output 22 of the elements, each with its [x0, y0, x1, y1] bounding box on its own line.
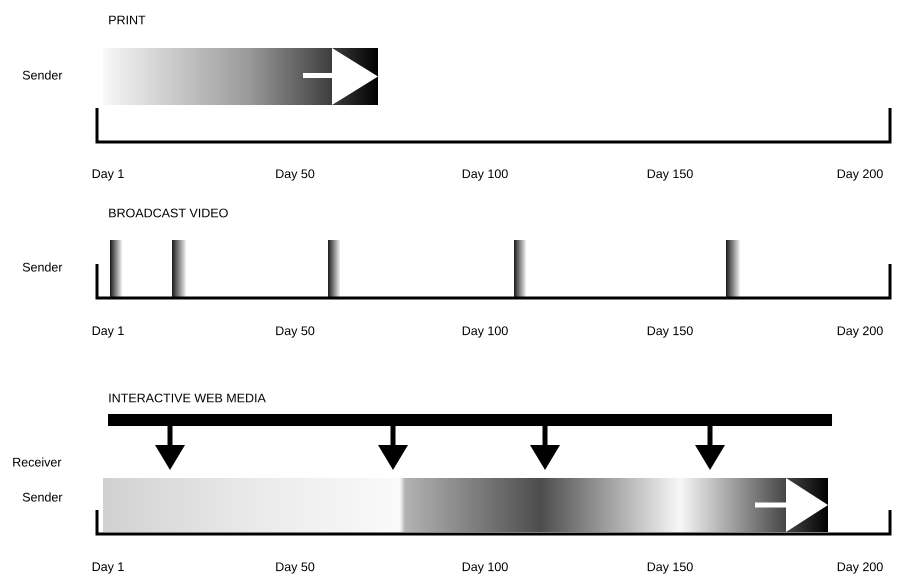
sender-label: Sender	[22, 262, 62, 272]
day-label: Day 200	[838, 562, 883, 574]
day-label: Day 1	[92, 169, 124, 181]
day-label: Day 50	[276, 169, 314, 181]
day-label: Day 200	[838, 326, 883, 338]
day-label: Day 150	[648, 169, 693, 181]
sender-label: Sender	[22, 70, 62, 80]
receiver-label: Receiver	[13, 457, 62, 467]
day-label: Day 100	[462, 326, 508, 338]
panel-title: INTERACTIVE WEB MEDIA	[109, 394, 266, 402]
day-label: Day 200	[838, 169, 883, 181]
day-label: Day 50	[276, 326, 314, 338]
sender-label: Sender	[22, 492, 62, 502]
day-label: Day 1	[92, 326, 124, 338]
panel-title: BROADCAST VIDEO	[109, 208, 228, 218]
day-label: Day 150	[648, 562, 693, 574]
day-label: Day 50	[276, 562, 314, 574]
day-label: Day 100	[462, 562, 508, 574]
day-label: Day 150	[648, 326, 693, 338]
day-label: Day 1	[92, 562, 124, 574]
day-label: Day 100	[462, 169, 508, 181]
panel-title: PRINT	[109, 16, 146, 24]
